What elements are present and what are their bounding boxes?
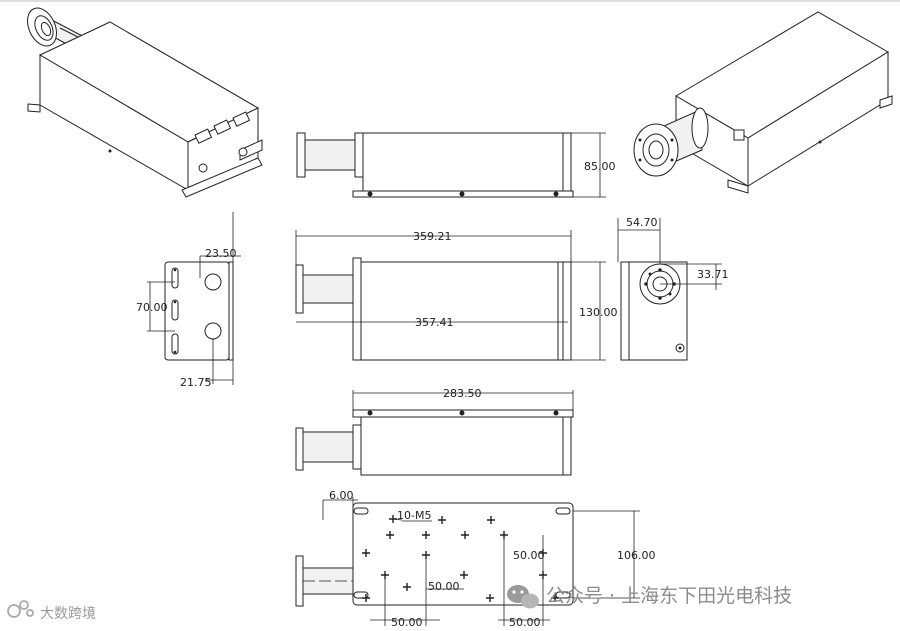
base-plate-view: 6.00 10-M5 50.00 50.00 50.00 50.00 106.0… (295, 489, 656, 629)
dim-base-height: 106.00 (617, 549, 656, 562)
dim-body-width: 130.00 (579, 306, 618, 319)
dim-flange-offset-y: 33.71 (697, 268, 729, 281)
dim-hole-pitch-bottom-right: 50.00 (509, 616, 541, 629)
dim-end-hole-spacing: 70.00 (136, 301, 168, 314)
corner-watermark: 大数跨境 (7, 600, 96, 622)
brand-logo-icon (7, 600, 34, 618)
dim-hole-pitch-bottom-left: 50.00 (391, 616, 423, 629)
dim-height-side: 85.00 (584, 160, 616, 173)
corner-watermark-text: 大数跨境 (40, 606, 96, 622)
side-view: 85.00 (296, 132, 616, 198)
thread-callout: 10-M5 (397, 509, 431, 522)
bracket-view: 23.50 70.00 21.75 (136, 212, 241, 389)
isometric-view-left (26, 7, 263, 198)
channel-watermark: 公众号 · 上海东下田光电科技 (507, 585, 792, 609)
end-view: 54.70 33.71 (617, 216, 729, 361)
channel-watermark-text: 公众号 · 上海东下田光电科技 (546, 585, 792, 607)
dim-flange-offset-x: 54.70 (626, 216, 658, 229)
dim-hole-pitch-a: 50.00 (513, 549, 545, 562)
dim-base-length: 283.50 (443, 387, 482, 400)
dim-end-foot-width: 21.75 (180, 376, 212, 389)
dim-overall-length: 359.21 (413, 230, 452, 243)
isometric-view-right (633, 11, 893, 194)
top-view: 359.21 357.41 130.00 (295, 230, 618, 361)
dim-edge-offset: 6.00 (329, 489, 354, 502)
front-view: 283.50 (295, 387, 574, 476)
dim-hole-pitch-b: 50.00 (428, 580, 460, 593)
wechat-icon (507, 585, 539, 609)
dim-body-length: 357.41 (415, 316, 454, 329)
dim-end-hole-top: 23.50 (205, 247, 237, 260)
